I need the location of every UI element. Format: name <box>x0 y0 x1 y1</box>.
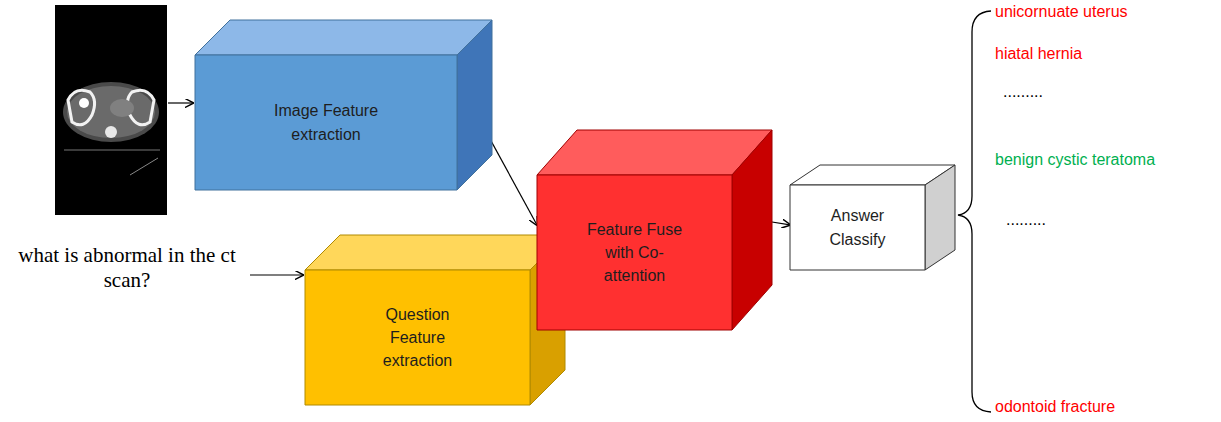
question-feature-cube: Question Feature extraction <box>305 235 565 405</box>
node-text: Question Feature extraction <box>368 303 468 373</box>
answer-option: odontoid fracture <box>995 397 1115 416</box>
answer-option-correct: benign cystic teratoma <box>995 150 1155 169</box>
fusion-cube: Feature Fuse with Co-attention <box>537 130 772 330</box>
flow-arrow <box>772 222 790 225</box>
ct-background <box>55 5 167 215</box>
ct-iliac-bone <box>68 90 95 125</box>
cube-top-face <box>537 130 772 175</box>
node-label: Question Feature extraction <box>368 303 468 373</box>
ct-mass <box>110 99 134 117</box>
ct-table <box>130 158 158 175</box>
node-text: Image Feature extraction <box>271 99 381 145</box>
node-label: Answer Classify <box>818 204 898 250</box>
cube-front-face: Image Feature extraction <box>195 55 457 190</box>
input-arrow <box>168 102 193 103</box>
cube-front-shape <box>305 270 530 405</box>
answer-option: unicornuate uterus <box>995 2 1128 21</box>
node-label: Feature Fuse with Co-attention <box>580 218 690 288</box>
node-text: Answer Classify <box>818 204 898 250</box>
classifier-cube: Answer Classify <box>790 165 955 270</box>
input-arrow <box>250 274 303 275</box>
ct-table <box>64 150 160 151</box>
cube-side-face <box>925 165 955 270</box>
cube-top-face <box>195 20 492 55</box>
cube-side-face <box>732 130 772 330</box>
node-text: Feature Fuse with Co-attention <box>580 218 690 288</box>
ct-soft-tissue <box>67 86 155 138</box>
answer-option: hiatal hernia <box>995 44 1082 63</box>
cube-side-face <box>457 20 492 190</box>
ellipsis: ......... <box>1003 82 1043 101</box>
ct-scan-image <box>55 5 167 215</box>
ellipsis: ......... <box>1006 210 1046 229</box>
cube-front-shape <box>537 175 732 330</box>
cube-front-face: Feature Fuse with Co-attention <box>537 175 732 330</box>
cube-front-shape <box>195 55 457 190</box>
ct-body <box>63 82 159 142</box>
cube-front-face: Answer Classify <box>790 185 925 270</box>
ct-contrast <box>79 98 89 108</box>
cube-front-face: Question Feature extraction <box>305 270 530 405</box>
answer-bracket <box>958 11 991 412</box>
node-label: Image Feature extraction <box>271 99 381 145</box>
cube-front-shape <box>790 185 925 270</box>
question-text: what is abnormal in the ct scan? <box>8 243 246 293</box>
cube-top-face <box>305 235 565 270</box>
ct-spine <box>105 126 117 138</box>
image-feature-cube: Image Feature extraction <box>195 20 492 190</box>
